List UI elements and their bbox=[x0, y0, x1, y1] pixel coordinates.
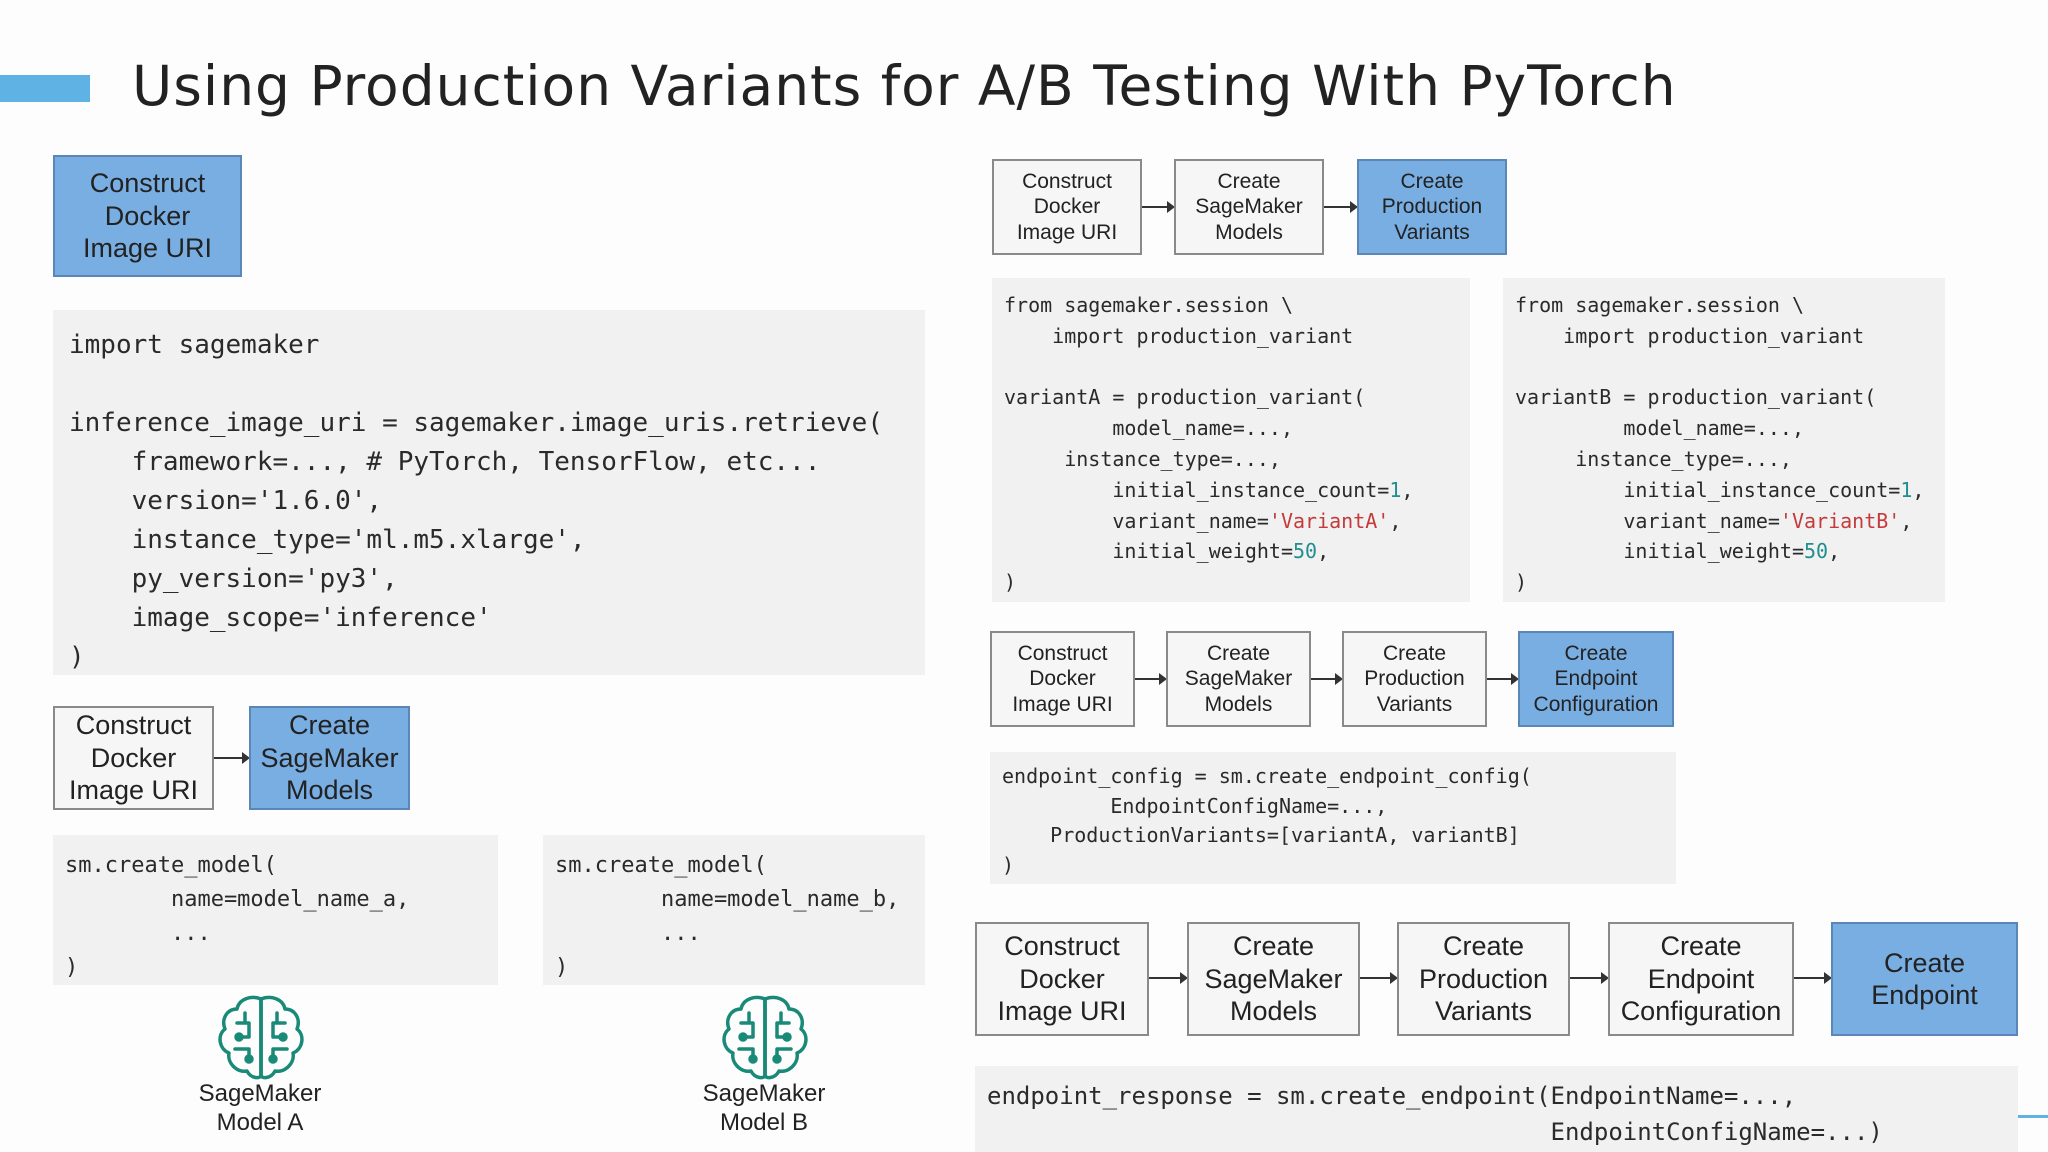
flow3-arrow-2 bbox=[1324, 201, 1358, 213]
flow5-arrow-1 bbox=[1149, 972, 1188, 984]
flow3-arrow-1 bbox=[1142, 201, 1175, 213]
code-create-model-a: sm.create_model( name=model_name_a, ... … bbox=[53, 835, 498, 985]
flow3-construct-box: Construct Docker Image URI bbox=[992, 159, 1142, 255]
slide-title: Using Production Variants for A/B Testin… bbox=[132, 54, 1677, 118]
flow5-create-config-box: Create Endpoint Configuration bbox=[1608, 922, 1794, 1036]
flow4-arrow-3 bbox=[1487, 673, 1519, 685]
code-image-uri: import sagemaker inference_image_uri = s… bbox=[53, 310, 925, 675]
flow2-construct-box: Construct Docker Image URI bbox=[53, 706, 214, 810]
flow4-construct-box: Construct Docker Image URI bbox=[990, 631, 1135, 727]
flow5-construct-box: Construct Docker Image URI bbox=[975, 922, 1149, 1036]
code-variant-a: from sagemaker.session \ import producti… bbox=[992, 278, 1470, 602]
flow5-arrow-3 bbox=[1570, 972, 1609, 984]
step-construct-image-uri: Construct Docker Image URI bbox=[53, 155, 242, 277]
flow3-create-models-box: Create SageMaker Models bbox=[1174, 159, 1324, 255]
code-endpoint-config: endpoint_config = sm.create_endpoint_con… bbox=[990, 752, 1676, 884]
flow4-create-models-box: Create SageMaker Models bbox=[1166, 631, 1311, 727]
flow5-create-endpoint-box: Create Endpoint bbox=[1831, 922, 2018, 1036]
flow4-create-variants-box: Create Production Variants bbox=[1342, 631, 1487, 727]
code-create-endpoint: endpoint_response = sm.create_endpoint(E… bbox=[975, 1066, 2018, 1152]
flow3-create-variants-box: Create Production Variants bbox=[1357, 159, 1507, 255]
brain-icon-model-b bbox=[722, 995, 808, 1080]
flow2-arrow-1 bbox=[214, 752, 250, 764]
brain-icon-model-a bbox=[218, 995, 304, 1080]
flow2-create-models-box: Create SageMaker Models bbox=[249, 706, 410, 810]
flow4-create-config-box: Create Endpoint Configuration bbox=[1518, 631, 1674, 727]
title-accent-bar bbox=[0, 75, 90, 102]
flow4-arrow-2 bbox=[1311, 673, 1343, 685]
code-variant-b: from sagemaker.session \ import producti… bbox=[1503, 278, 1945, 602]
bottom-accent-line bbox=[2018, 1115, 2048, 1118]
flow5-arrow-2 bbox=[1360, 972, 1398, 984]
code-create-model-b: sm.create_model( name=model_name_b, ... … bbox=[543, 835, 925, 985]
flow5-create-models-box: Create SageMaker Models bbox=[1187, 922, 1360, 1036]
model-a-label: SageMaker Model A bbox=[198, 1080, 322, 1136]
model-b-label: SageMaker Model B bbox=[702, 1080, 826, 1136]
flow5-create-variants-box: Create Production Variants bbox=[1397, 922, 1570, 1036]
flow5-arrow-4 bbox=[1794, 972, 1832, 984]
flow4-arrow-1 bbox=[1135, 673, 1167, 685]
